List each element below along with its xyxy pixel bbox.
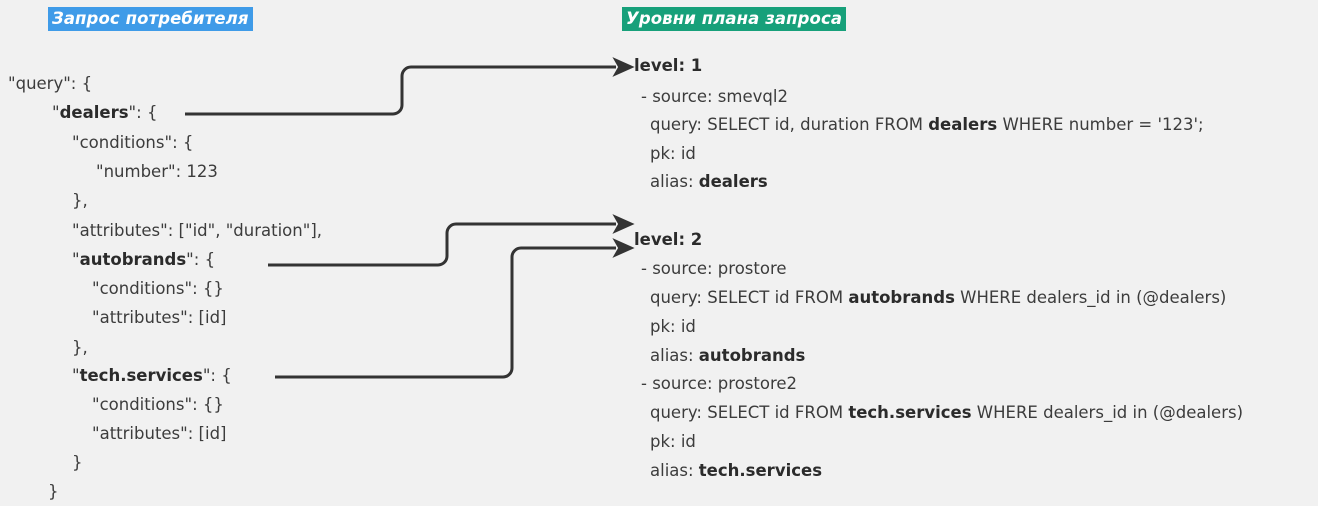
json-line-techservices-attributes: "attributes": [id] bbox=[92, 424, 227, 443]
json-line-techservices-conditions: "conditions": {} bbox=[92, 395, 224, 414]
plan-level-1-alias-0: alias: dealers bbox=[650, 172, 768, 191]
plan-level-2-query-1: query: SELECT id FROM tech.services WHER… bbox=[650, 403, 1244, 422]
json-line-autobrands-attributes: "attributes": [id] bbox=[92, 308, 227, 327]
json-line-techservices: "tech.services": { bbox=[72, 366, 232, 385]
plan-level-1-title: level: 1 bbox=[634, 56, 703, 75]
plan-level-2-alias-1: alias: tech.services bbox=[650, 461, 823, 480]
plan-level-2-pk-0: pk: id bbox=[650, 317, 696, 336]
plan-level-1-source-0: - source: smevql2 bbox=[641, 87, 788, 106]
consumer-query-header: Запрос потребителя bbox=[48, 7, 253, 31]
json-line-close-autobrands: }, bbox=[72, 338, 88, 357]
plan-levels-header: Уровни плана запроса bbox=[622, 7, 847, 31]
json-line-close-query: } bbox=[48, 482, 59, 501]
json-line-dealers-conditions: "conditions": { bbox=[72, 133, 194, 152]
plan-level-2-pk-1: pk: id bbox=[650, 432, 696, 451]
plan-level-2-source-0: - source: prostore bbox=[641, 259, 787, 278]
plan-level-2-source-1: - source: prostore2 bbox=[641, 374, 798, 393]
json-line-dealers: "dealers": { bbox=[52, 103, 158, 122]
json-line-number: "number": 123 bbox=[96, 162, 218, 181]
json-line-attributes: "attributes": ["id", "duration"], bbox=[72, 221, 323, 240]
plan-level-2-title: level: 2 bbox=[634, 230, 703, 249]
plan-level-1-query-0: query: SELECT id, duration FROM dealers … bbox=[650, 115, 1204, 134]
json-line-close-conditions: }, bbox=[72, 191, 88, 210]
plan-level-1-pk-0: pk: id bbox=[650, 144, 696, 163]
connector-dealers-to-level-1 bbox=[185, 57, 635, 116]
plan-level-2-alias-0: alias: autobrands bbox=[650, 346, 806, 365]
json-line-autobrands: "autobrands": { bbox=[72, 250, 216, 269]
connector-techservices-to-level-2 bbox=[275, 238, 635, 379]
plan-level-2-query-0: query: SELECT id FROM autobrands WHERE d… bbox=[650, 288, 1227, 307]
json-line-query: "query": { bbox=[8, 74, 93, 93]
json-line-close-techservices: } bbox=[72, 453, 83, 472]
json-line-autobrands-conditions: "conditions": {} bbox=[92, 279, 224, 298]
